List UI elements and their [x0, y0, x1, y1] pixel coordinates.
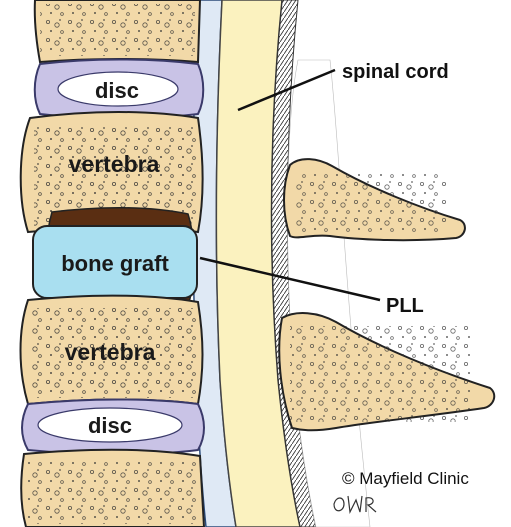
copyright-credit: © Mayfield Clinic [342, 469, 469, 488]
label-spinal-cord: spinal cord [342, 61, 449, 83]
label-bone-graft: bone graft [61, 251, 169, 276]
bone-texture [40, 4, 195, 56]
label-vertebra-bottom: vertebra [65, 339, 156, 365]
label-pll: PLL [386, 295, 424, 317]
label-vertebra-top: vertebra [69, 151, 160, 177]
label-disc-top: disc [95, 78, 139, 103]
label-disc-bottom: disc [88, 413, 132, 438]
bone-texture [296, 172, 446, 232]
bone-texture [28, 460, 198, 524]
bone-texture [290, 326, 470, 422]
